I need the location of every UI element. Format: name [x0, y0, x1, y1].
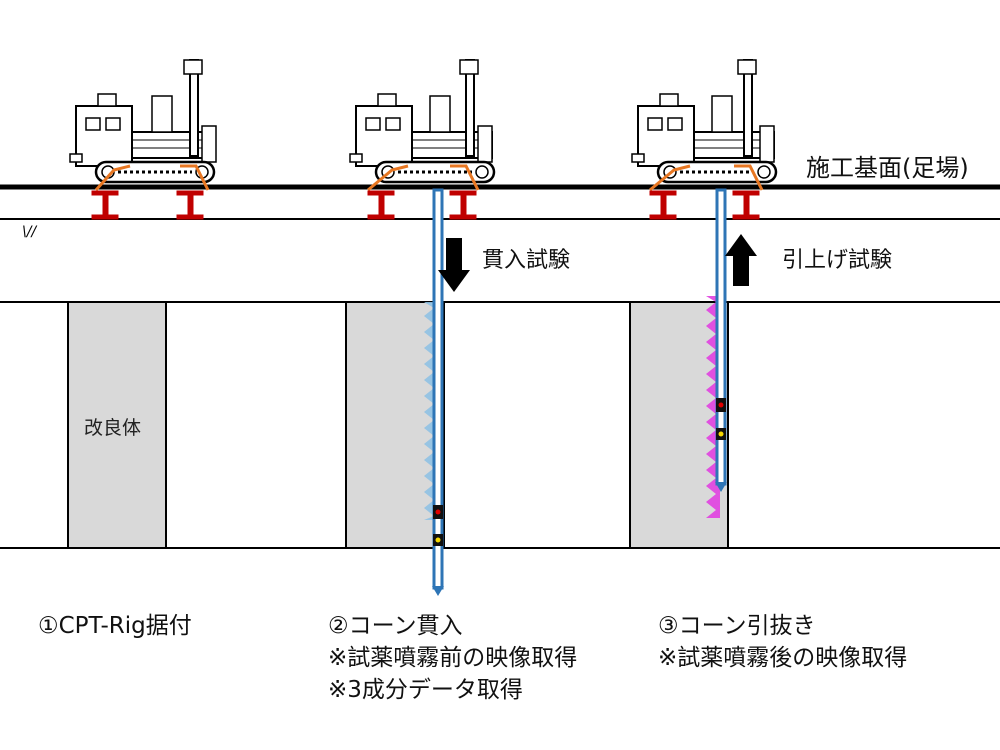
outriggers-3 [649, 164, 764, 192]
step-1-title: ①CPT-Rig据付 [38, 613, 192, 639]
step-2-note-1: ※試薬噴霧前の映像取得 [328, 645, 578, 671]
step-2-caption: ②コーン貫入 ※試薬噴霧前の映像取得 ※3成分データ取得 [328, 610, 577, 706]
pull-test-label: 引上げ試験 [782, 248, 893, 273]
step-3-title: ③コーン引抜き [658, 613, 816, 639]
cone-tip-2 [432, 586, 444, 596]
step-2-note-2: ※3成分データ取得 [328, 677, 523, 703]
ground-hatch-mark: \// [22, 224, 37, 240]
step-3-note-1: ※試薬噴霧後の映像取得 [658, 645, 908, 671]
cpt-rig-2 [349, 59, 496, 184]
outriggers-1 [94, 164, 210, 192]
cpt-rig-1 [69, 59, 217, 184]
support-beams-3 [649, 190, 760, 220]
improved-body-label: 改良体 [84, 417, 142, 439]
support-beams-1 [91, 190, 204, 220]
push-test-label: 貫入試験 [482, 248, 571, 273]
cpt-rig-3 [631, 59, 778, 184]
push-arrow-icon [438, 238, 470, 292]
support-beams-2 [367, 190, 477, 220]
step-2-title: ②コーン貫入 [328, 613, 463, 639]
cone-rod-2 [432, 188, 444, 590]
pull-arrow-icon [725, 234, 757, 286]
ground-surface-label: 施工基面(足場) [806, 154, 969, 182]
outriggers-2 [367, 164, 480, 192]
improved-column-1 [67, 301, 167, 549]
step-3-caption: ③コーン引抜き ※試薬噴霧後の映像取得 [658, 610, 907, 674]
step-1-caption: ①CPT-Rig据付 [38, 610, 192, 642]
cone-tip-3 [715, 482, 727, 492]
